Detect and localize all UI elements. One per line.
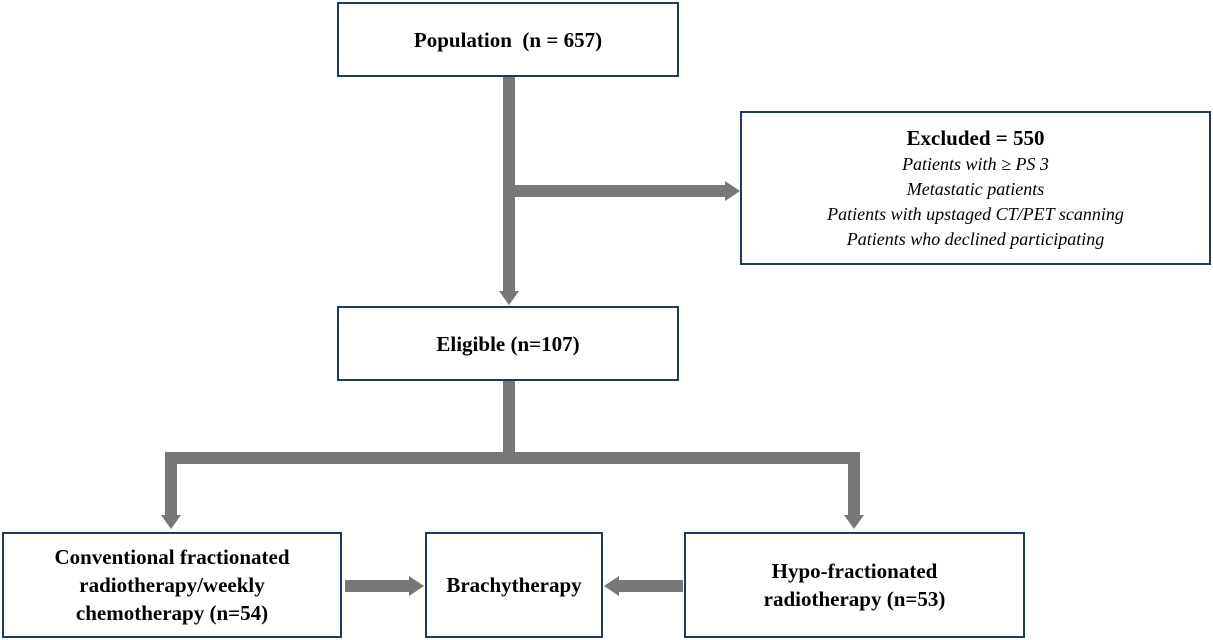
arrow-conventional-to-brachy-head	[409, 576, 424, 596]
conventional-line: chemotherapy (n=54)	[75, 601, 269, 625]
population-box: Population (n = 657)	[337, 2, 679, 77]
population-label: Population (n = 657)	[413, 27, 603, 52]
brachytherapy-label: Brachytherapy	[446, 573, 582, 597]
excluded-title: Excluded = 550	[906, 126, 1045, 150]
arrow-hypo-to-brachy-shaft	[617, 580, 683, 592]
conventional-box: Conventional fractionated radiotherapy/w…	[2, 532, 342, 638]
arrow-population-to-eligible-head	[499, 291, 519, 305]
brachytherapy-box: Brachytherapy	[425, 532, 603, 638]
arrow-left-branch-head	[161, 515, 181, 529]
arrow-split-bar	[165, 452, 860, 464]
arrow-eligible-stem	[503, 381, 515, 458]
arrow-hypo-to-brachy-head	[604, 576, 619, 596]
conventional-line: Conventional fractionated	[54, 545, 290, 569]
arrow-to-excluded-shaft	[515, 185, 727, 197]
hypo-box: Hypo-fractionated radiotherapy (n=53)	[684, 532, 1025, 638]
arrow-population-to-eligible-shaft	[503, 77, 515, 292]
arrow-conventional-to-brachy-shaft	[345, 580, 411, 592]
arrow-right-branch-head	[844, 515, 864, 529]
hypo-line: radiotherapy (n=53)	[763, 587, 946, 611]
eligible-box: Eligible (n=107)	[337, 306, 679, 381]
excluded-box: Excluded = 550 Patients with ≥ PS 3 Meta…	[740, 111, 1211, 265]
excluded-reason: Metastatic patients	[906, 179, 1045, 199]
hypo-line: Hypo-fractionated	[771, 559, 938, 583]
excluded-reason: Patients with ≥ PS 3	[902, 154, 1049, 174]
eligible-label: Eligible (n=107)	[436, 331, 580, 356]
arrow-right-branch-shaft	[848, 452, 860, 516]
arrow-left-branch-shaft	[165, 452, 177, 516]
arrow-to-excluded-head	[725, 181, 740, 201]
excluded-reason: Patients with upstaged CT/PET scanning	[827, 204, 1124, 224]
conventional-line: radiotherapy/weekly	[79, 573, 265, 597]
excluded-reason: Patients who declined participating	[846, 229, 1105, 249]
